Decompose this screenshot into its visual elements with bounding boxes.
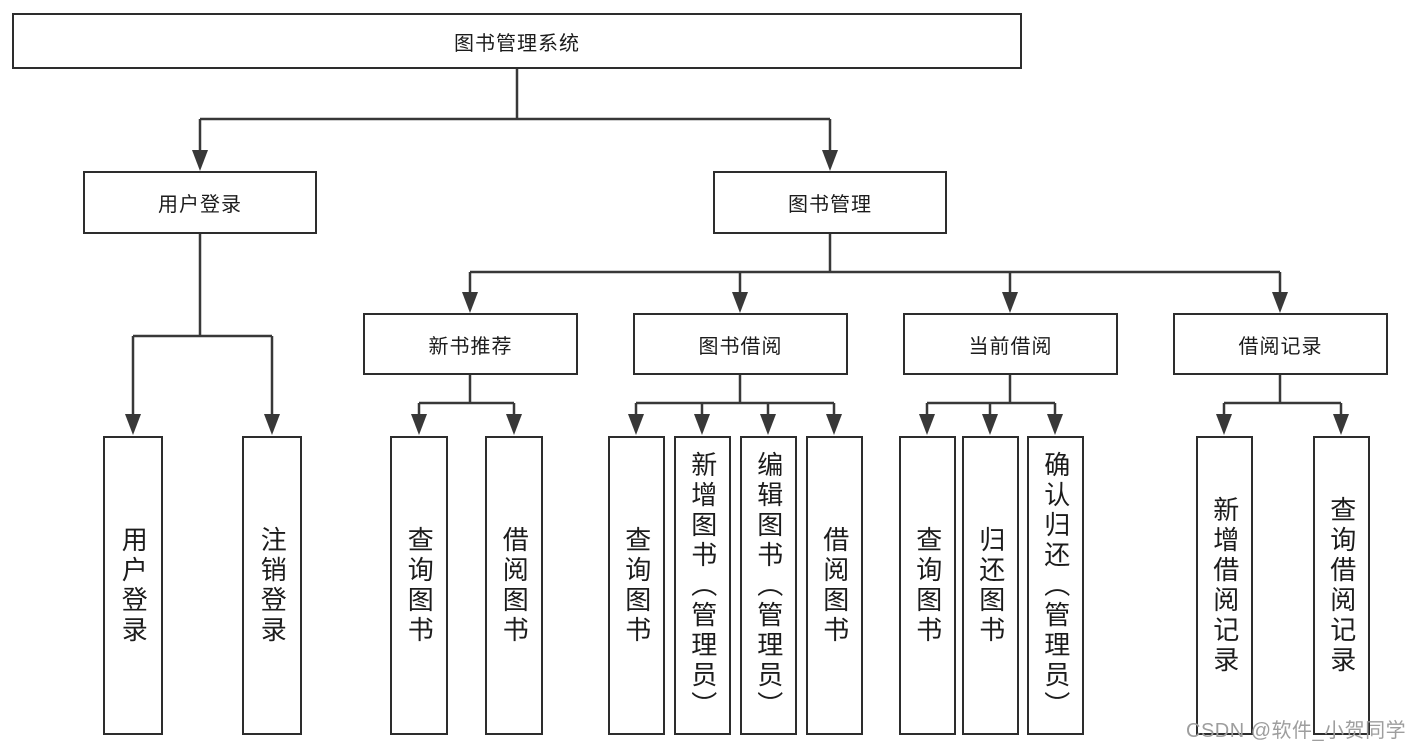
node-book-management-label: 图书管理 xyxy=(788,194,872,216)
node-borrow-records: 借阅记录 xyxy=(1173,313,1388,375)
leaf-confirm-return-admin-label: 确认归还（管理员） xyxy=(1040,450,1071,721)
arrow-down-icon xyxy=(760,414,776,435)
leaf-edit-books-admin-label: 编辑图书（管理员） xyxy=(753,450,784,721)
node-current-borrow: 当前借阅 xyxy=(903,313,1118,375)
connector-root-to-level2 xyxy=(198,68,832,151)
arrow-down-icon xyxy=(732,292,748,313)
arrow-down-icon xyxy=(1047,414,1063,435)
arrow-down-icon xyxy=(264,414,280,435)
node-borrow-records-label: 借阅记录 xyxy=(1238,335,1323,358)
leaf-user-login: 用户登录 xyxy=(103,436,163,735)
arrow-down-icon xyxy=(1272,292,1288,313)
arrow-down-icon xyxy=(1216,414,1232,435)
leaf-query-books-borrow: 查询图书 xyxy=(608,436,665,735)
node-book-management: 图书管理 xyxy=(713,171,947,234)
leaf-query-books-recommend: 查询图书 xyxy=(390,436,448,735)
arrow-down-icon xyxy=(919,414,935,435)
leaf-query-books-current-label: 查询图书 xyxy=(912,525,943,646)
leaf-query-borrow-record: 查询借阅记录 xyxy=(1313,436,1370,735)
arrow-down-icon xyxy=(628,414,644,435)
arrow-down-icon xyxy=(462,292,478,313)
node-root-label: 图书管理系统 xyxy=(454,32,580,55)
arrow-down-icon xyxy=(125,414,141,435)
connector-current-to-leaves xyxy=(925,375,1057,415)
node-new-book-recommend-label: 新书推荐 xyxy=(428,335,513,358)
node-current-borrow-label: 当前借阅 xyxy=(968,335,1053,358)
leaf-query-books-borrow-label: 查询图书 xyxy=(621,525,652,646)
leaf-logout-label: 注销登录 xyxy=(257,525,288,646)
connector-records-to-leaves xyxy=(1222,375,1343,415)
arrow-down-icon xyxy=(411,414,427,435)
arrow-down-icon xyxy=(822,150,838,171)
arrow-down-icon xyxy=(1333,414,1349,435)
leaf-return-books: 归还图书 xyxy=(962,436,1019,735)
node-book-borrow: 图书借阅 xyxy=(633,313,848,375)
leaf-borrow-books-label: 借阅图书 xyxy=(819,525,850,646)
leaf-borrow-books-recommend: 借阅图书 xyxy=(485,436,543,735)
leaf-confirm-return-admin: 确认归还（管理员） xyxy=(1027,436,1084,735)
node-user-login: 用户登录 xyxy=(83,171,317,234)
leaf-edit-books-admin: 编辑图书（管理员） xyxy=(740,436,797,735)
leaf-borrow-books-recommend-label: 借阅图书 xyxy=(499,525,530,646)
arrow-down-icon xyxy=(1002,292,1018,313)
leaf-add-borrow-record: 新增借阅记录 xyxy=(1196,436,1253,735)
node-book-borrow-label: 图书借阅 xyxy=(698,335,783,358)
connector-management-to-level3 xyxy=(468,234,1282,293)
leaf-add-books-admin: 新增图书（管理员） xyxy=(674,436,731,735)
connector-recommend-to-leaves xyxy=(417,375,516,415)
arrow-down-icon xyxy=(506,414,522,435)
node-user-login-label: 用户登录 xyxy=(158,194,242,216)
leaf-return-books-label: 归还图书 xyxy=(975,525,1006,646)
connector-login-to-leaves xyxy=(131,234,274,415)
arrow-down-icon xyxy=(826,414,842,435)
leaf-query-books-current: 查询图书 xyxy=(899,436,956,735)
arrow-down-icon xyxy=(982,414,998,435)
node-root: 图书管理系统 xyxy=(12,13,1022,69)
leaf-borrow-books: 借阅图书 xyxy=(806,436,863,735)
arrow-down-icon xyxy=(192,150,208,171)
arrow-down-icon xyxy=(694,414,710,435)
leaf-query-borrow-record-label: 查询借阅记录 xyxy=(1326,495,1357,676)
connector-borrow-to-leaves xyxy=(634,375,836,415)
node-new-book-recommend: 新书推荐 xyxy=(363,313,578,375)
leaf-logout: 注销登录 xyxy=(242,436,302,735)
leaf-add-borrow-record-label: 新增借阅记录 xyxy=(1209,495,1240,676)
leaf-query-books-recommend-label: 查询图书 xyxy=(404,525,435,646)
leaf-user-login-label: 用户登录 xyxy=(118,525,149,646)
csdn-watermark: CSDN @软件_小贺同学 xyxy=(1186,720,1405,742)
leaf-add-books-admin-label: 新增图书（管理员） xyxy=(687,450,718,721)
